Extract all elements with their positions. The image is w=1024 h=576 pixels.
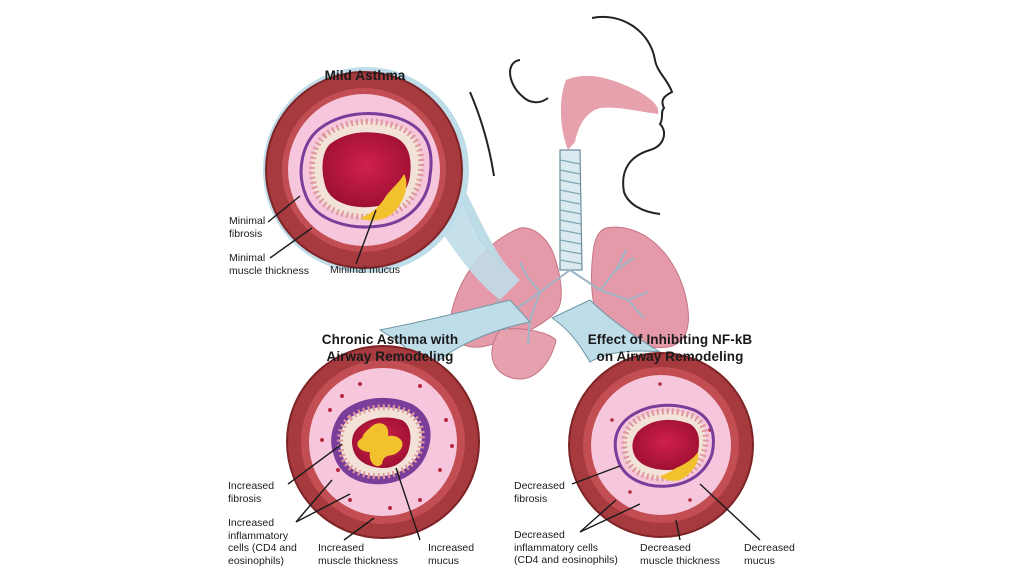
title-chronic-asthma: Chronic Asthma with Airway Remodeling <box>321 332 459 364</box>
nasal-passage <box>560 75 659 150</box>
mild-airway-cross-section <box>263 67 469 273</box>
airway-tube-effect <box>550 299 661 363</box>
effect-airway-cross-section <box>568 352 754 538</box>
leader-lines <box>267 195 761 541</box>
left-lower-lobe <box>491 328 557 380</box>
title-nfkb-effect: Effect of Inhibiting NF-kB on Airway Rem… <box>587 332 753 364</box>
title-mild-asthma: Mild Asthma <box>324 68 406 83</box>
trachea <box>559 149 583 271</box>
chronic-airway-cross-section <box>286 345 480 539</box>
label-minimal-mucus: Minimal mucus <box>330 264 401 276</box>
head-outline <box>469 15 674 215</box>
